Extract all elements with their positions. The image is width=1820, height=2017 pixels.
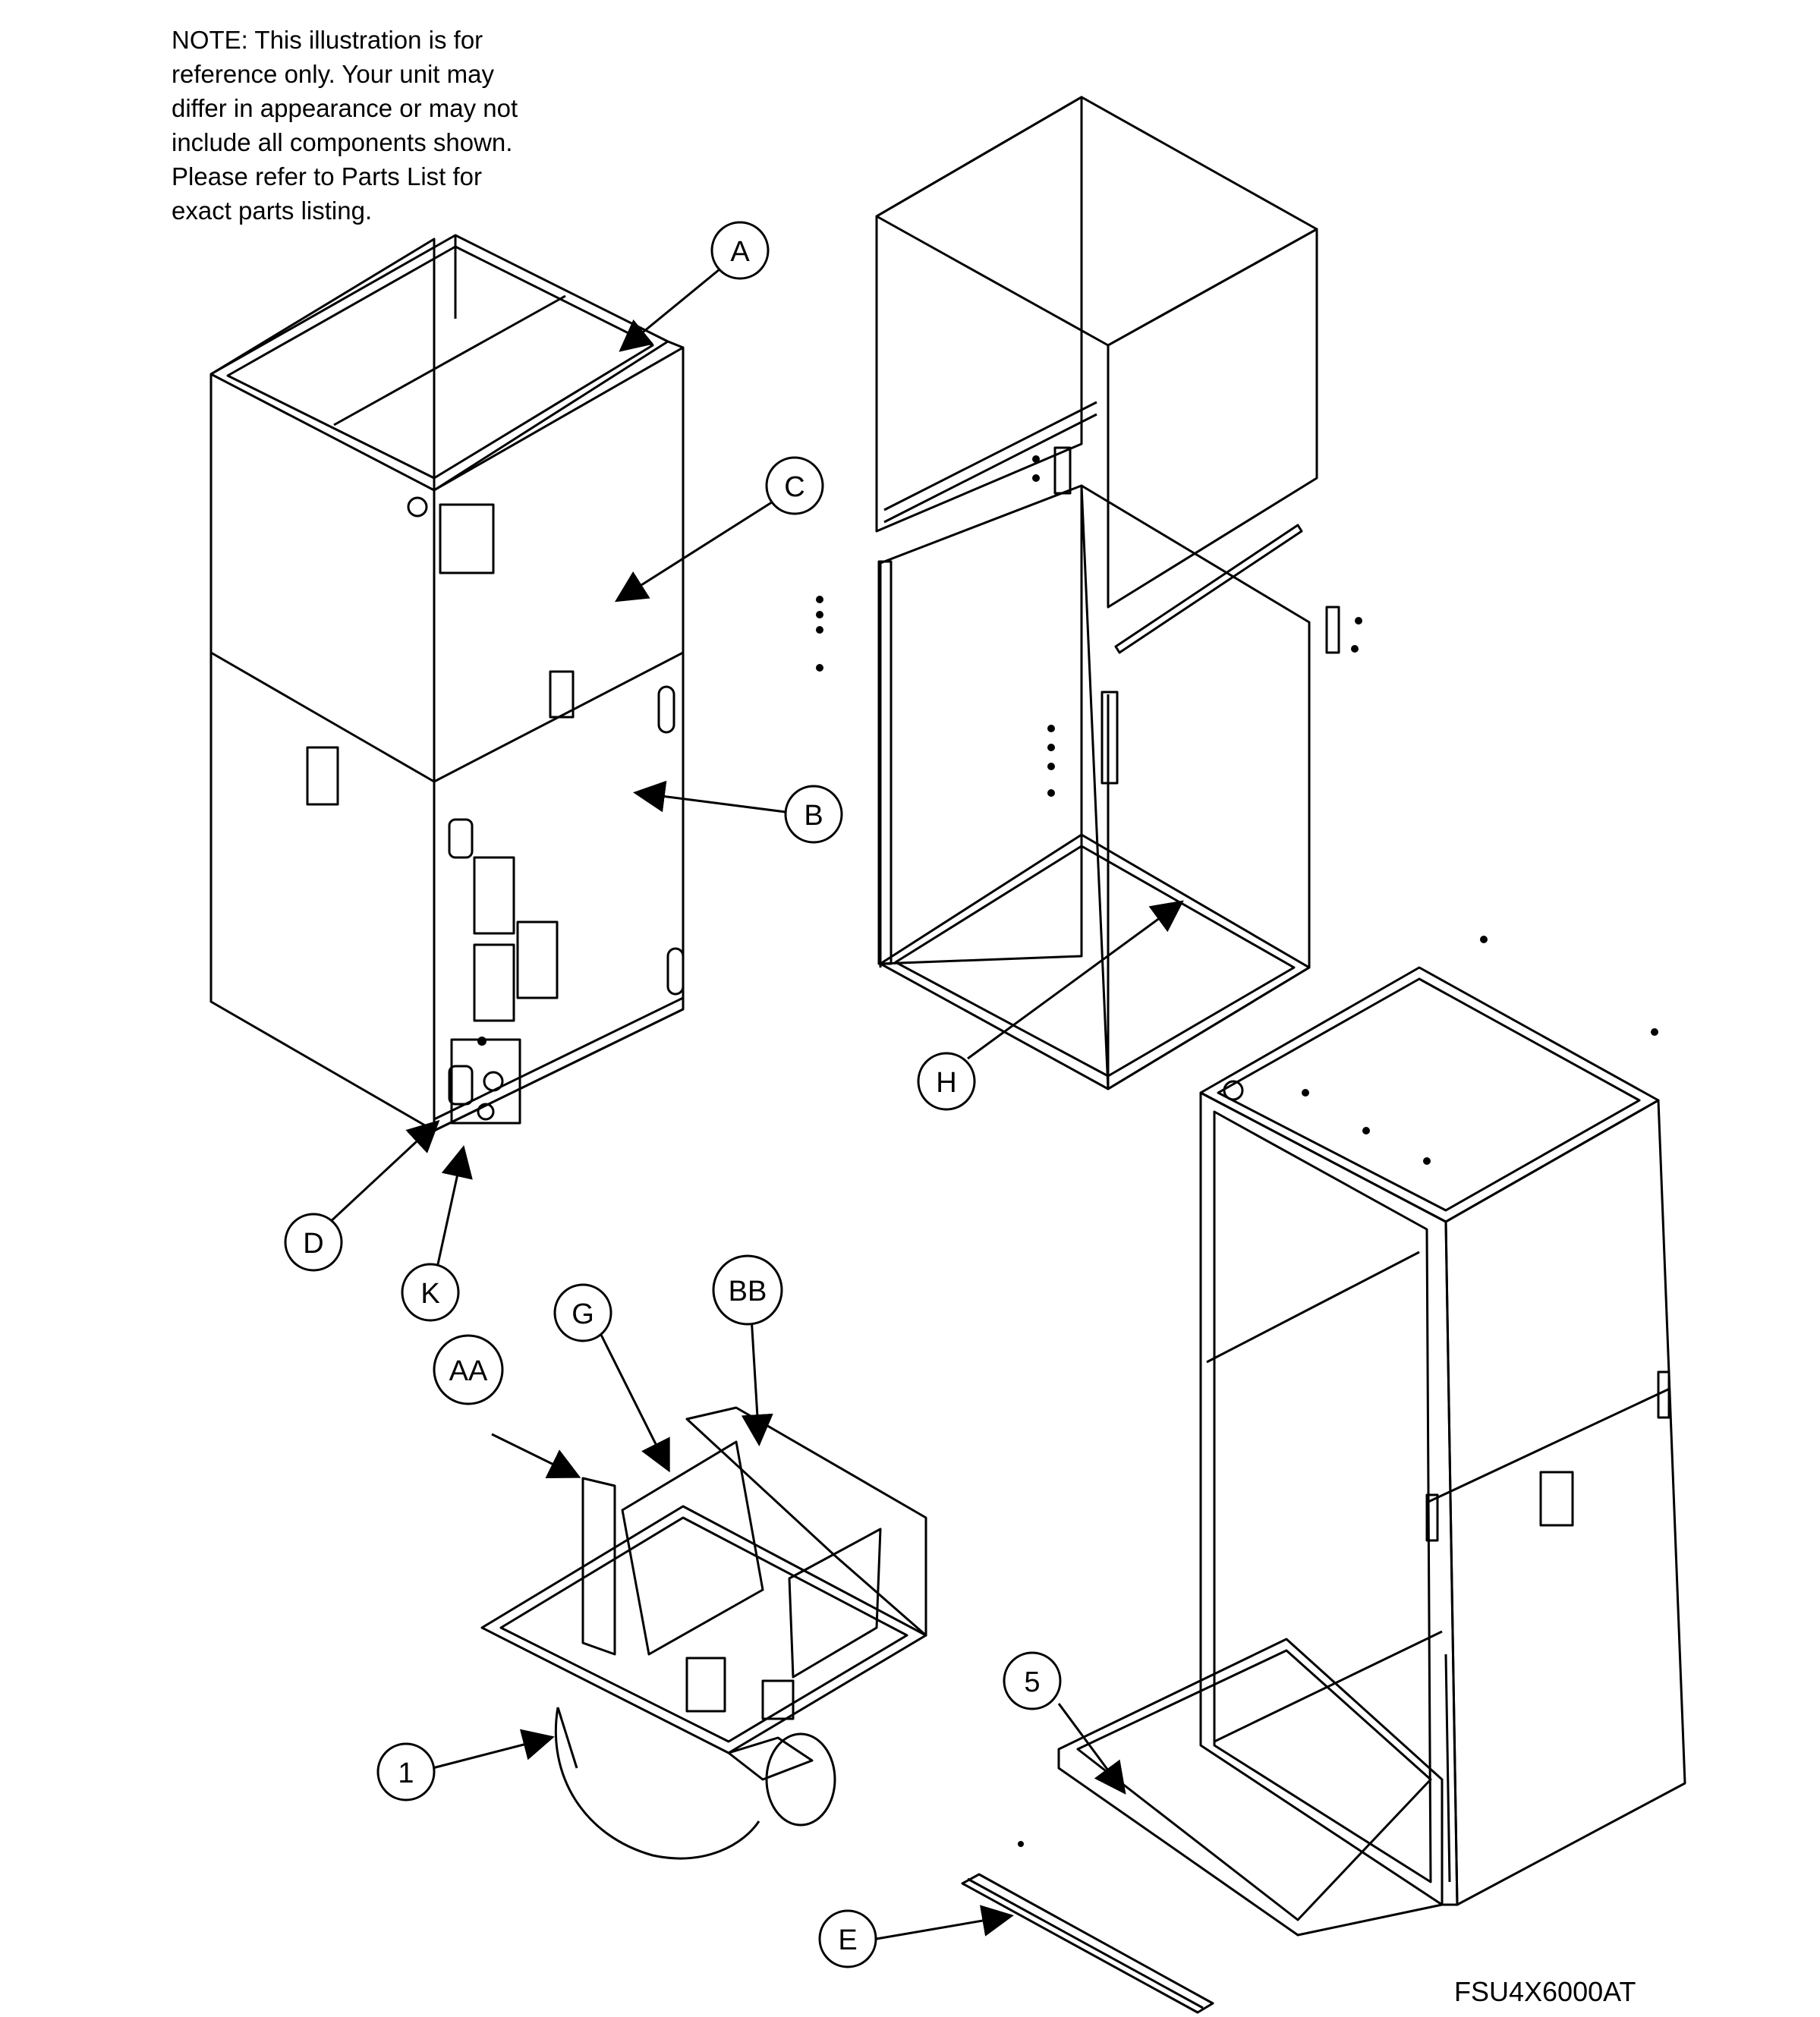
callout-bb: BB	[712, 1254, 783, 1326]
exploded-cabinet	[875, 96, 1340, 1090]
reference-note: NOTE: This illustration is for reference…	[172, 26, 518, 225]
callout-e: E	[818, 1909, 877, 1968]
callout-c: C	[765, 456, 824, 515]
cabinet-open-front	[1199, 966, 1686, 1906]
svg-text:1: 1	[398, 1757, 414, 1789]
callout-k: K	[401, 1263, 460, 1322]
callout-h: H	[917, 1052, 976, 1111]
svg-text:A: A	[730, 236, 750, 268]
callout-1: 1	[376, 1742, 436, 1801]
callout-g: G	[553, 1283, 612, 1342]
filter-rail	[961, 1873, 1214, 2014]
blower-assembly	[480, 1406, 927, 1860]
callouts: A C B D K H AA G BB 1 5 E	[284, 221, 1062, 1968]
svg-text:K: K	[420, 1278, 439, 1310]
callout-5: 5	[1003, 1651, 1062, 1710]
svg-text:B: B	[804, 800, 823, 832]
callout-aa: AA	[433, 1334, 504, 1405]
callout-a: A	[710, 221, 770, 280]
svg-text:C: C	[784, 471, 805, 503]
callout-d: D	[284, 1213, 343, 1272]
screws	[477, 455, 1658, 1847]
leader-lines	[326, 268, 1184, 1940]
svg-text:AA: AA	[449, 1355, 488, 1387]
svg-text:BB: BB	[729, 1276, 767, 1307]
svg-text:D: D	[303, 1228, 323, 1260]
svg-text:H: H	[936, 1067, 956, 1099]
base-pan	[1057, 1638, 1444, 1937]
model-number: FSU4X6000AT	[1454, 1976, 1636, 2007]
callout-b: B	[784, 785, 843, 844]
svg-text:E: E	[838, 1924, 857, 1956]
svg-text:5: 5	[1024, 1666, 1040, 1698]
assembled-cabinet	[209, 234, 685, 1132]
svg-text:G: G	[572, 1298, 594, 1330]
